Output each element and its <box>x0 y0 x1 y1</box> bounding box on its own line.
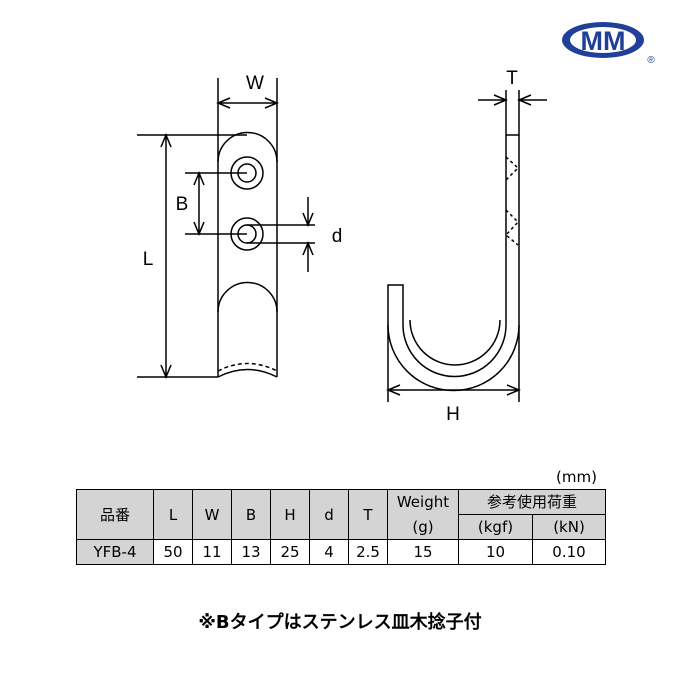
header-load: 参考使用荷重 <box>458 489 606 515</box>
technical-drawing: MM ® W L B d T H <box>137 22 655 425</box>
cell-d: 4 <box>309 539 349 565</box>
label-w: W <box>246 73 264 94</box>
header-kn: (kN) <box>532 514 606 540</box>
spec-table: 品番 L W B H d T Weight 参考使用荷重 (g) (kgf) (… <box>76 489 606 565</box>
footnote: ※Bタイプはステンレス皿木捻子付 <box>198 612 482 633</box>
header-w: W <box>192 489 232 540</box>
cell-t: 2.5 <box>348 539 388 565</box>
front-view <box>137 78 315 379</box>
cell-weight: 15 <box>387 539 459 565</box>
svg-text:®: ® <box>647 55 655 66</box>
cell-w: 11 <box>192 539 232 565</box>
header-b: B <box>231 489 271 540</box>
cell-kn: 0.10 <box>532 539 606 565</box>
label-d: d <box>332 226 343 247</box>
header-kgf: (kgf) <box>458 514 533 540</box>
header-t: T <box>348 489 388 540</box>
label-b: B <box>176 194 189 215</box>
header-part: 品番 <box>76 489 154 540</box>
cell-kgf: 10 <box>458 539 533 565</box>
cell-part: YFB-4 <box>76 539 154 565</box>
label-t: T <box>506 68 518 89</box>
cell-h: 25 <box>270 539 310 565</box>
header-weight-unit: (g) <box>387 514 459 540</box>
cell-l: 50 <box>153 539 193 565</box>
header-l: L <box>153 489 193 540</box>
unit-label: (mm) <box>556 468 597 486</box>
side-view <box>386 90 547 402</box>
mm-logo: MM ® <box>562 22 655 66</box>
svg-text:MM: MM <box>581 26 626 56</box>
header-weight: Weight <box>387 489 459 515</box>
label-l: L <box>143 249 154 270</box>
label-h: H <box>446 404 460 425</box>
cell-b: 13 <box>231 539 271 565</box>
header-d: d <box>309 489 349 540</box>
table-row: YFB-4 50 11 13 25 4 2.5 15 10 0.10 <box>76 539 606 565</box>
header-h: H <box>270 489 310 540</box>
